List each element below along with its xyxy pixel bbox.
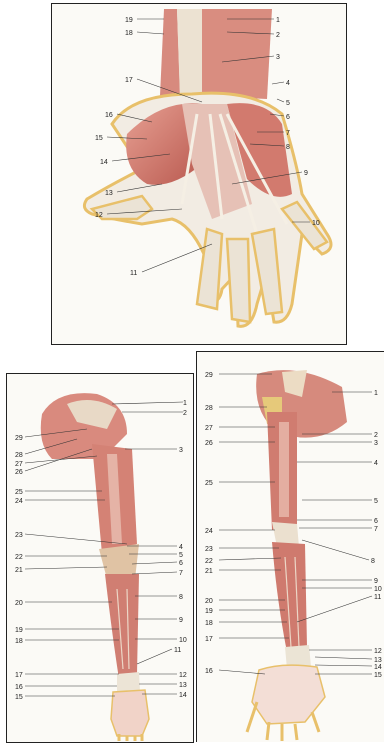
triceps-highlight: [279, 422, 289, 517]
arm-back-label-12: 12: [374, 648, 382, 655]
arm-back-label-9: 9: [374, 578, 378, 585]
hand-label-2: 2: [276, 32, 280, 39]
hand-label-6: 6: [286, 114, 290, 121]
arm-back-label-3: 3: [374, 440, 378, 447]
hand-label-12: 12: [95, 212, 103, 219]
arm-front-label-8: 8: [179, 594, 183, 601]
arm-front-label-15: 15: [15, 694, 23, 701]
arm-back-label-14: 14: [374, 664, 382, 671]
hand-label-16: 16: [105, 112, 113, 119]
arm-front-label-23: 23: [15, 532, 23, 539]
hand-label-3: 3: [276, 54, 280, 61]
arm-back-label-5: 5: [374, 498, 378, 505]
forearm-muscle-left: [160, 9, 180, 96]
arm-front-label-12: 12: [179, 672, 187, 679]
forearm-extensors: [272, 542, 307, 652]
arm-back-label-24: 24: [205, 528, 213, 535]
arm-front-label-11: 11: [174, 647, 181, 654]
arm-front-label-26: 26: [15, 469, 23, 476]
hand-label-14: 14: [100, 159, 108, 166]
hand-illustration: 1 2 3 4 5 6 7 8 9 10 19 18 17 16 15 14 1…: [52, 4, 346, 344]
hand-label-18: 18: [125, 30, 133, 37]
arm-back-label-28: 28: [205, 405, 213, 412]
arm-front-panel: 1 2 3 4 5 6 7 8 9 10 11 12 13 14 29 28 2…: [6, 373, 194, 743]
hand-label-7: 7: [286, 130, 290, 137]
hand-label-5: 5: [286, 100, 290, 107]
arm-back-label-29: 29: [205, 372, 213, 379]
arm-back-label-8: 8: [371, 558, 375, 565]
hand-label-9: 9: [304, 170, 308, 177]
arm-front-label-9: 9: [179, 617, 183, 624]
arm-back-illustration: 1 2 3 4 5 6 7 8 9 10 11 12 13 14 15 29 2…: [197, 352, 384, 742]
hand-label-8: 8: [286, 144, 290, 151]
arm-front-label-3: 3: [179, 447, 183, 454]
arm-back-label-16: 16: [205, 668, 213, 675]
arm-front-label-28: 28: [15, 452, 23, 459]
forearm-muscle-right: [202, 9, 272, 99]
arm-front-label-17: 17: [15, 672, 23, 679]
arm-back-label-22: 22: [205, 558, 213, 565]
wrist-tendons: [177, 9, 202, 99]
arm-front-label-25: 25: [15, 489, 23, 496]
arm-front-label-19: 19: [15, 627, 23, 634]
hand-label-1: 1: [276, 17, 280, 24]
arm-front-label-18: 18: [15, 638, 23, 645]
arm-back-label-20: 20: [205, 598, 213, 605]
arm-front-label-2: 2: [183, 410, 187, 417]
arm-front-label-20: 20: [15, 600, 23, 607]
arm-front-label-5: 5: [179, 552, 183, 559]
hand-label-15: 15: [95, 135, 103, 142]
arm-back-label-23: 23: [205, 546, 213, 553]
hand-label-13: 13: [105, 190, 113, 197]
hand-label-10: 10: [312, 220, 320, 227]
arm-back-label-4: 4: [374, 460, 378, 467]
middle-finger: [227, 239, 250, 322]
arm-back-label-15: 15: [374, 672, 382, 679]
arm-front-label-16: 16: [15, 684, 23, 691]
arm-front-label-13: 13: [179, 682, 187, 689]
arm-back-panel: 1 2 3 4 5 6 7 8 9 10 11 12 13 14 15 29 2…: [196, 351, 384, 742]
arm-back-label-26: 26: [205, 440, 213, 447]
arm-back-label-7: 7: [374, 526, 378, 533]
hand-anatomy-panel: 1 2 3 4 5 6 7 8 9 10 19 18 17 16 15 14 1…: [51, 3, 347, 345]
arm-front-label-24: 24: [15, 498, 23, 505]
arm-back-label-27: 27: [205, 425, 213, 432]
arm-back-label-2: 2: [374, 432, 378, 439]
arm-front-illustration: 1 2 3 4 5 6 7 8 9 10 11 12 13 14 29 28 2…: [7, 374, 193, 742]
arm-front-label-14: 14: [179, 692, 187, 699]
arm-front-label-27: 27: [15, 461, 23, 468]
arm-front-label-7: 7: [179, 570, 183, 577]
hand-label-11: 11: [130, 270, 137, 277]
arm-front-label-4: 4: [179, 544, 183, 551]
arm-back-label-10: 10: [374, 586, 382, 593]
arm-back-label-25: 25: [205, 480, 213, 487]
arm-back-label-18: 18: [205, 620, 213, 627]
arm-back-label-17: 17: [205, 636, 213, 643]
hand-label-4: 4: [286, 80, 290, 87]
arm-front-label-22: 22: [15, 554, 23, 561]
arm-back-label-21: 21: [205, 568, 213, 575]
hand-label-17: 17: [125, 77, 133, 84]
hand: [111, 690, 149, 736]
arm-back-label-19: 19: [205, 608, 213, 615]
arm-back-label-13: 13: [374, 657, 382, 664]
arm-back-label-6: 6: [374, 518, 378, 525]
arm-front-label-10: 10: [179, 637, 187, 644]
arm-front-label-29: 29: [15, 435, 23, 442]
arm-back-label-11: 11: [374, 594, 381, 601]
hand-label-19: 19: [125, 17, 133, 24]
arm-front-label-1: 1: [183, 400, 187, 407]
arm-back-label-1: 1: [374, 390, 378, 397]
arm-front-label-21: 21: [15, 567, 23, 574]
arm-front-label-6: 6: [179, 560, 183, 567]
